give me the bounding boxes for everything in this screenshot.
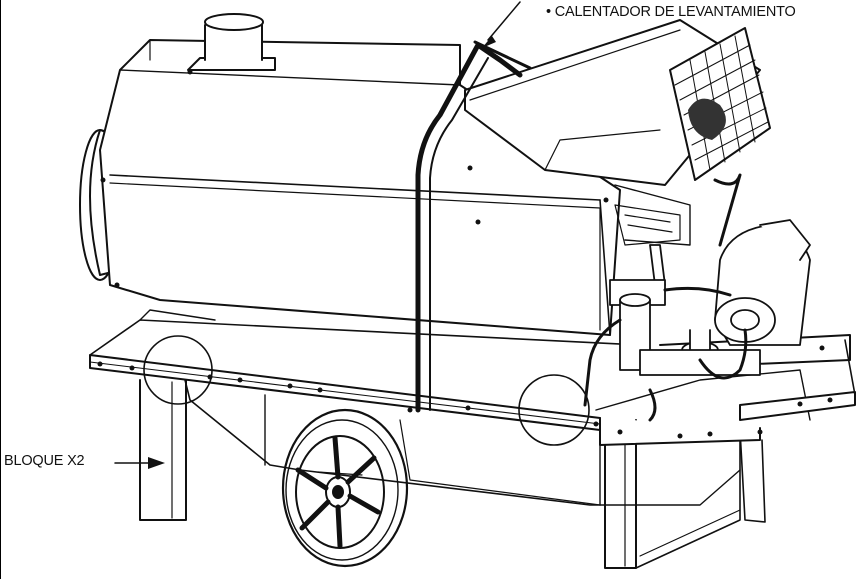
exhaust-chimney <box>187 13 276 71</box>
fan-housing <box>614 204 681 246</box>
callout-block-x2: BLOQUE X2 <box>4 453 85 469</box>
lifting-handle <box>415 40 532 413</box>
frame-rivets <box>97 345 833 439</box>
left-border-line <box>0 0 1 579</box>
frame-legs <box>139 379 766 569</box>
callout-leaders <box>114 1 521 469</box>
callout-lifting-heater: • CALENTADOR DE LEVANTAMIENTO <box>546 4 796 20</box>
block-position-circles <box>143 335 590 446</box>
grille <box>669 27 771 181</box>
wheel <box>281 408 409 568</box>
fuel-hoses <box>583 173 748 422</box>
